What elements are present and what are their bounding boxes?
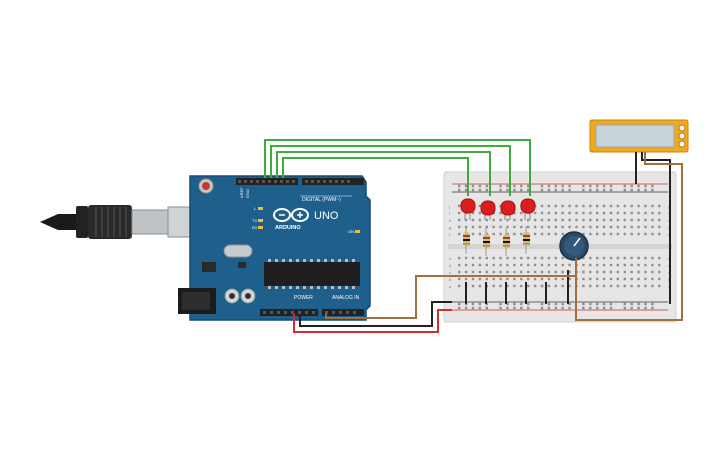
row-letter: g	[449, 225, 451, 230]
l-led-label: L	[254, 206, 257, 211]
potentiometer[interactable]	[559, 231, 589, 261]
display-module[interactable]	[589, 119, 689, 153]
green-wires[interactable]	[264, 139, 531, 196]
digital-header-left	[236, 178, 298, 185]
ground-jumpers[interactable]	[465, 270, 569, 304]
led-4[interactable]	[520, 198, 536, 220]
row-letter: a	[449, 284, 452, 289]
wire-green-1[interactable]	[282, 157, 469, 196]
gnd-label: GND	[245, 189, 250, 198]
model-label: UNO	[314, 210, 339, 222]
row-letter: f	[449, 232, 451, 237]
usb-cable[interactable]	[40, 205, 195, 239]
arduino-uno-board[interactable]: AREF GND DIGITAL (PWM~) L TX RX ON ARDUI…	[178, 175, 371, 321]
brand-label: ARDUINO	[275, 225, 301, 231]
rx-label: RX	[252, 225, 258, 230]
row-letter: c	[449, 270, 451, 275]
resistor-2[interactable]	[483, 228, 490, 256]
arduino-logo-icon	[273, 208, 309, 222]
wire-green-3[interactable]	[270, 145, 511, 196]
tx-label: TX	[252, 218, 257, 223]
digital-header-right	[302, 178, 364, 185]
digital-pwm-label: DIGITAL (PWM~)	[302, 197, 341, 203]
wire-gnd-black[interactable]	[299, 301, 452, 327]
wire-analog-brown[interactable]	[325, 258, 577, 319]
resistor-1[interactable]	[463, 226, 470, 254]
led-2[interactable]	[480, 200, 496, 220]
row-letter: i	[668, 211, 669, 216]
led-3[interactable]	[500, 200, 516, 220]
row-letter: j	[448, 204, 450, 209]
wire-display-black[interactable]	[641, 152, 671, 304]
row-letter: e	[449, 256, 452, 261]
analog-in-label: ANALOG IN	[332, 295, 360, 301]
row-letter: j	[667, 204, 669, 209]
wire-green-4[interactable]	[264, 139, 531, 196]
wire-display-brown[interactable]	[575, 152, 683, 321]
on-label: ON	[348, 229, 354, 234]
led-1[interactable]	[460, 198, 476, 220]
wire-green-2[interactable]	[276, 151, 491, 196]
resistor-3[interactable]	[503, 228, 510, 256]
analog-header	[322, 309, 364, 316]
resistor-4[interactable]	[523, 226, 530, 254]
aref-label: AREF	[239, 187, 244, 198]
atmega-chip	[264, 262, 360, 286]
power-label: POWER	[294, 295, 313, 301]
row-letter: i	[449, 211, 450, 216]
wire-5v-red[interactable]	[293, 309, 452, 333]
power-header	[260, 309, 318, 316]
row-letter: b	[449, 277, 452, 282]
row-letter: d	[449, 263, 451, 268]
row-letter: h	[449, 218, 451, 223]
